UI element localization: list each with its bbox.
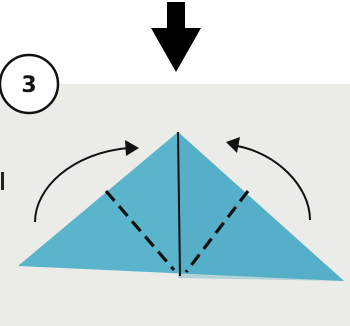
down-arrow-icon	[151, 2, 201, 72]
edge-mark	[1, 172, 4, 190]
step-number: 3	[21, 73, 36, 98]
